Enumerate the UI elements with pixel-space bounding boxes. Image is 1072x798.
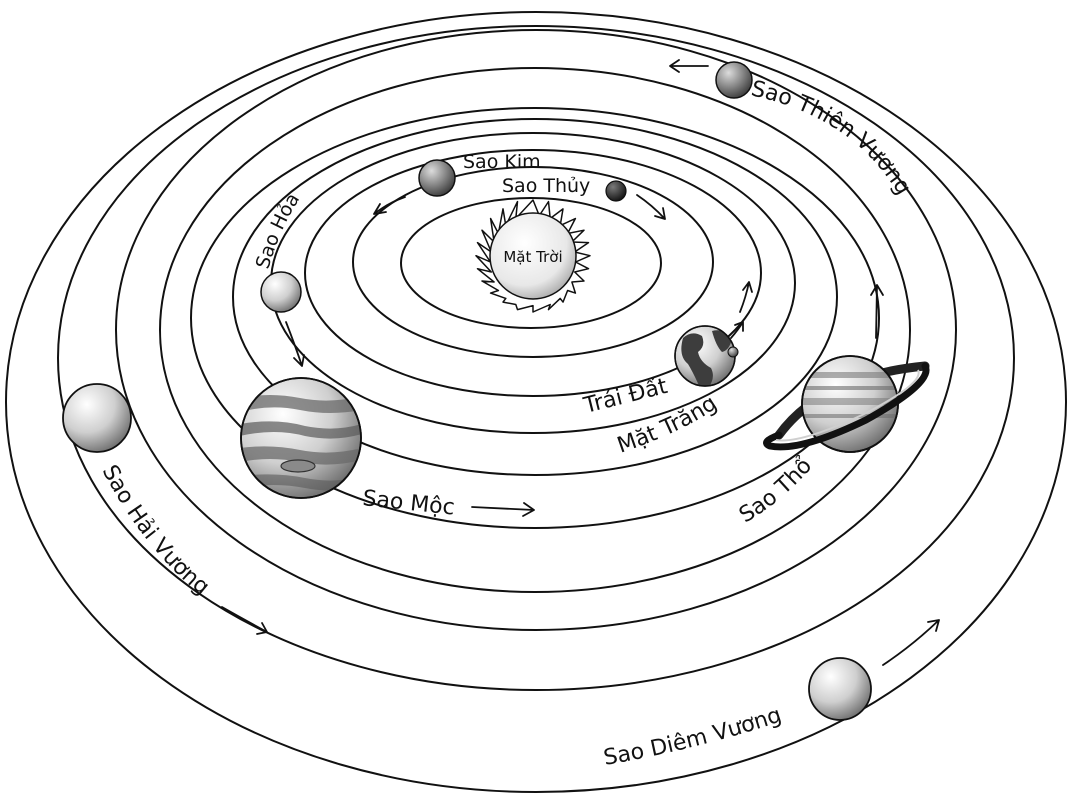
arrow-moon (730, 321, 744, 339)
orbit-pluto (5, 11, 1067, 793)
saturn-ring-front (763, 362, 930, 451)
sun: Mặt Trời (475, 199, 591, 313)
earth-label: Trái Đất (580, 374, 670, 419)
direction-arrows (221, 59, 940, 666)
orbit-uranus (115, 29, 957, 631)
jupiter-label: Sao Mộc (361, 486, 456, 521)
orbits (5, 11, 1067, 793)
pluto-planet (808, 657, 872, 721)
sun-disc (489, 212, 577, 300)
arrow-neptune (221, 606, 268, 635)
orbit-mercury (352, 166, 714, 358)
orbit-innermost (400, 197, 662, 329)
arrow-uranus (669, 59, 709, 73)
earth-planet (674, 325, 736, 387)
arrow-earth (739, 281, 753, 313)
jupiter-great-red-spot (280, 459, 316, 473)
venus-label: Sao Kim (463, 151, 541, 173)
arrow-saturn (870, 284, 884, 339)
uranus-label: Sao Thiên Vương (749, 76, 916, 199)
orbit-venus (304, 149, 762, 397)
neptune-label: Sao Hải Vương (97, 461, 214, 600)
saturn-bands (802, 372, 898, 418)
orbit-neptune (57, 25, 1015, 691)
jupiter-planet (240, 377, 362, 499)
saturn-label: Sao Thổ (735, 453, 817, 528)
mercury-label: Sao Thủy (502, 175, 590, 197)
arrow-mercury (636, 194, 666, 220)
venus-planet (418, 159, 456, 197)
jupiter-bands (241, 395, 361, 491)
mars-label: Sao Hỏa (252, 189, 304, 271)
mars-planet (260, 271, 302, 313)
neptune-planet (62, 383, 132, 453)
arrow-venus (373, 196, 406, 215)
mercury-planet (605, 180, 627, 202)
arrow-mars (285, 321, 305, 367)
arrow-jupiter (471, 502, 535, 517)
orbit-saturn (159, 67, 911, 593)
orbit-mars (232, 118, 838, 476)
arrow-pluto (882, 619, 940, 666)
uranus-planet (715, 61, 753, 99)
moon (727, 346, 739, 358)
pluto-label: Sao Diêm Vương (602, 703, 785, 771)
orbit-jupiter (190, 107, 880, 529)
sun-label: Mặt Trời (503, 248, 562, 266)
saturn-planet (763, 355, 930, 453)
